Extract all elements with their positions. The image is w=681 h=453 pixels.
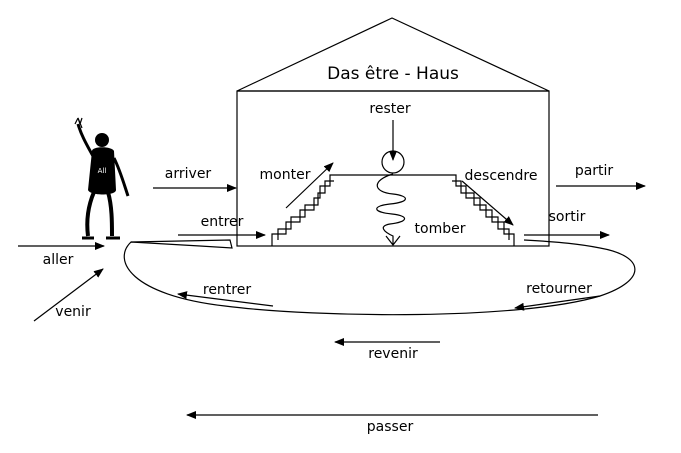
staircase-inner [277, 180, 510, 240]
arrow-monter [285, 162, 334, 209]
label-entrer: entrer [201, 214, 244, 230]
arrow-rentrer [177, 291, 274, 307]
label-sortir: sortir [549, 209, 586, 225]
arrow-retourner [514, 295, 601, 311]
label-partir: partir [575, 163, 614, 179]
staircase [271, 174, 515, 246]
label-arriver: arriver [165, 166, 212, 182]
label-revenir: revenir [368, 346, 418, 362]
label-passer: passer [367, 419, 414, 435]
rester-marker [381, 120, 405, 174]
house-title: Das être - Haus [327, 64, 459, 84]
tomber-fall-curl [376, 173, 406, 246]
label-rester: rester [369, 101, 410, 117]
label-rentrer: rentrer [203, 282, 251, 298]
label-aller: aller [43, 252, 74, 268]
label-venir: venir [55, 304, 91, 320]
shirt-label: All [98, 167, 107, 175]
label-tomber: tomber [415, 221, 466, 237]
person-figure: All [74, 117, 130, 240]
label-monter: monter [260, 167, 311, 183]
house: Das être - Haus [236, 17, 550, 247]
house-walls [236, 90, 550, 247]
path-ellipse [123, 239, 636, 316]
head-icon [95, 133, 109, 147]
label-retourner: retourner [526, 281, 592, 297]
arrow-descendre [461, 180, 514, 226]
path-tail [130, 239, 233, 249]
label-descendre: descendre [465, 168, 538, 184]
arrow-venir [33, 268, 104, 322]
